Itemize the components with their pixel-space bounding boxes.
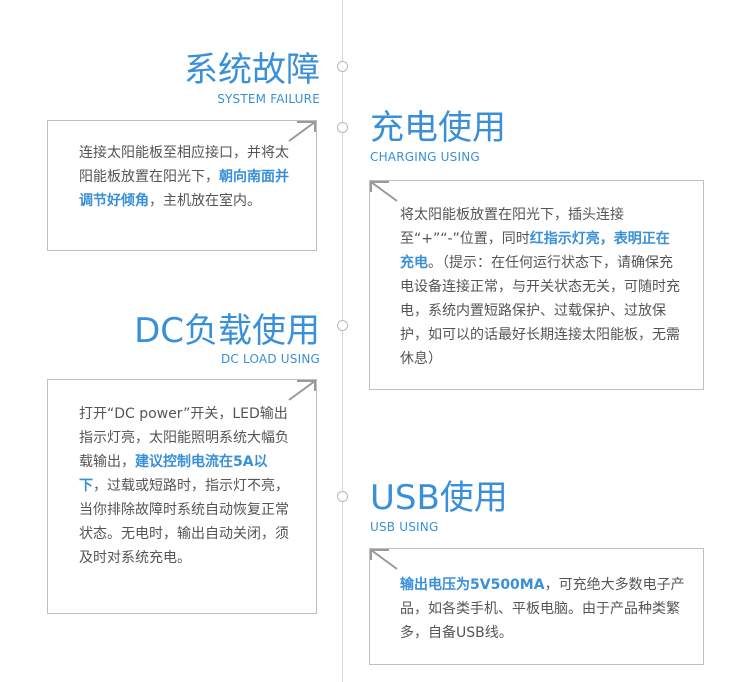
usb-text-b: ，可充绝大多数电子产品，如各类手机、平板电脑。由于产品种类繁多，自备USB线。 [400, 577, 685, 641]
section-title-charging: 充电使用 [370, 108, 506, 148]
section-subtitle-usb: USB USING [370, 520, 439, 534]
timeline-node-system-failure [337, 61, 348, 72]
section-subtitle-dc-load: DC LOAD USING [220, 352, 320, 366]
charging-text-b: 。（提示：在任何运行状态下，请确保充电设备连接正常，与开关状态无关，可随时充电，… [400, 255, 680, 367]
charging-text: 将太阳能板放置在阳光下，插头连接至“+”“-”位置，同时红指示灯亮，表明正在充电… [400, 203, 680, 371]
timeline-node-charging [337, 122, 348, 133]
timeline-line [342, 0, 343, 682]
corner-arrow-icon [288, 121, 316, 142]
dc-load-text-a: 打开“DC power”开关，LED输出指示灯亮，太阳能照明系统大幅负载输出， [79, 406, 289, 470]
system-failure-box: 连接太阳能板至相应接口，并将太阳能板放置在阳光下，朝向南面并调节好倾角，主机放在… [47, 120, 317, 251]
charging-box: 将太阳能板放置在阳光下，插头连接至“+”“-”位置，同时红指示灯亮，表明正在充电… [369, 180, 704, 390]
section-subtitle-charging: CHARGING USING [370, 150, 480, 164]
system-failure-text: 连接太阳能板至相应接口，并将太阳能板放置在阳光下，朝向南面并调节好倾角，主机放在… [79, 141, 294, 213]
dc-load-text-b: ，过载或短路时，指示灯不亮，当你排除故障时系统自动恢复正常状态。无电时，输出自动… [79, 478, 289, 566]
system-failure-text-a: 连接太阳能板至相应接口，并将太阳能板放置在阳光下， [79, 145, 289, 185]
charging-highlight: 红指示灯亮，表明正在充电 [400, 231, 670, 271]
section-title-dc-load: DC负载使用 [134, 311, 320, 351]
corner-arrow-icon [288, 380, 316, 401]
system-failure-highlight: 朝向南面并调节好倾角 [79, 169, 289, 209]
corner-arrow-icon [370, 549, 398, 570]
timeline-node-dc-load [337, 320, 348, 331]
dc-load-text: 打开“DC power”开关，LED输出指示灯亮，太阳能照明系统大幅负载输出，建… [79, 402, 294, 570]
section-subtitle-system-failure: SYSTEM FAILURE [217, 92, 320, 106]
dc-load-highlight: 建议控制电流在5A以下 [79, 454, 268, 494]
system-failure-text-b: ，主机放在室内。 [149, 193, 261, 209]
section-title-usb: USB使用 [370, 478, 508, 518]
dc-load-box: 打开“DC power”开关，LED输出指示灯亮，太阳能照明系统大幅负载输出，建… [47, 379, 317, 614]
usb-box: 输出电压为5V500MA，可充绝大多数电子产品，如各类手机、平板电脑。由于产品种… [369, 548, 704, 665]
usb-text: 输出电压为5V500MA，可充绝大多数电子产品，如各类手机、平板电脑。由于产品种… [400, 573, 685, 645]
corner-arrow-icon [370, 181, 398, 202]
section-title-system-failure: 系统故障 [184, 50, 320, 90]
charging-text-a: 将太阳能板放置在阳光下，插头连接至“+”“-”位置，同时 [400, 207, 624, 247]
usb-highlight: 输出电压为5V500MA [400, 577, 545, 593]
timeline-node-usb [337, 491, 348, 502]
